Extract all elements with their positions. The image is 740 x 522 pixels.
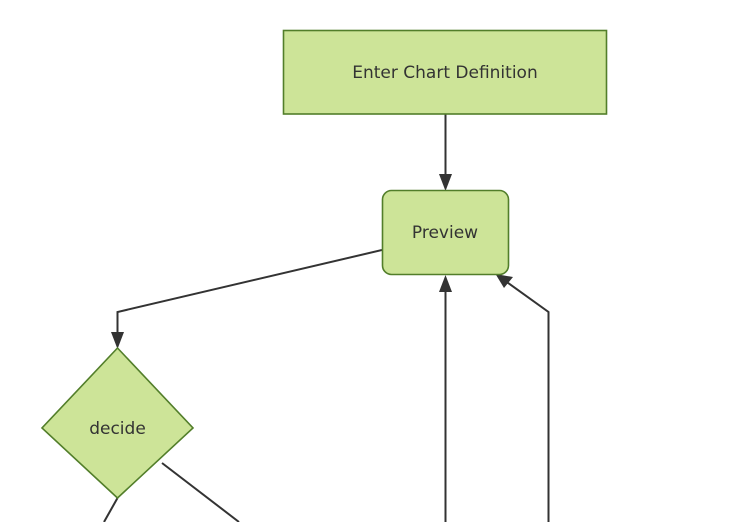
edge-line: [116, 249, 383, 339]
arrowhead-icon: [495, 274, 513, 288]
node-shape-rectangle[interactable]: [282, 29, 608, 115]
edge-decide-bottom-left: [103, 497, 119, 522]
node-shape-diamond[interactable]: [40, 346, 195, 500]
node-label-preview: Preview: [412, 223, 478, 243]
edge-bottom-right-to-preview: [495, 274, 550, 522]
node-decide[interactable]: decide: [40, 346, 195, 500]
edge-decide-bottom-right: [161, 462, 240, 522]
node-shape-rounded-rectangle[interactable]: [381, 189, 510, 276]
arrowhead-icon: [111, 332, 124, 349]
edge-bottom-center-to-preview: [439, 275, 452, 522]
node-enter-chart-definition[interactable]: Enter Chart Definition: [282, 29, 608, 115]
arrowhead-icon: [439, 174, 452, 191]
edge-enter-to-preview: [439, 114, 452, 191]
edge-preview-to-decide: [111, 249, 383, 349]
arrowhead-icon: [439, 275, 452, 292]
edge-line: [103, 497, 119, 522]
node-label-enter-chart-definition: Enter Chart Definition: [352, 63, 537, 83]
node-label-decide: decide: [89, 419, 146, 439]
node-preview[interactable]: Preview: [381, 189, 510, 276]
edge-line: [161, 462, 240, 522]
edge-line: [503, 279, 550, 522]
